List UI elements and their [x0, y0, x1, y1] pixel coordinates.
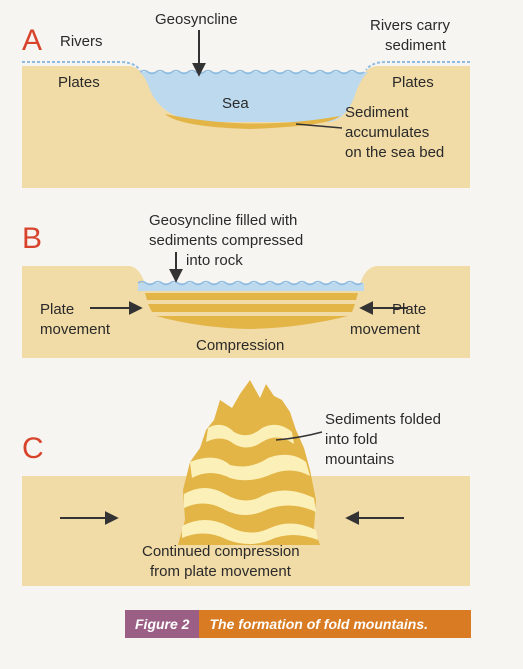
panel-b-letter: B [22, 222, 42, 255]
panel-a: A Rivers Geosyncline Rivers carry sedime… [22, 11, 470, 188]
figure-title: The formation of fold mountains. [199, 610, 471, 638]
label-plates-right: Plates [392, 74, 434, 91]
figure-caption: Figure 2 The formation of fold mountains… [125, 610, 471, 638]
figure-number: Figure 2 [125, 610, 200, 638]
label-b-geo-2: sediments compressed [149, 232, 303, 249]
label-plate-right-2: movement [350, 321, 421, 338]
label-c-folded-1: Sediments folded [325, 411, 441, 428]
label-compression: Compression [196, 337, 284, 354]
panel-c-fold-band-4 [206, 424, 294, 448]
label-sediment-2: accumulates [345, 124, 429, 141]
label-c-continued-2: from plate movement [150, 563, 292, 580]
panel-c-fold-band-2 [184, 488, 316, 515]
label-c-folded-2: into fold [325, 431, 378, 448]
panel-a-sediment-layer [165, 114, 340, 129]
panel-b: B Geosyncline filled with sediments comp… [22, 212, 470, 358]
panel-b-sediment-layer-2 [148, 304, 355, 312]
label-rivers-carry-2: sediment [385, 37, 447, 54]
label-c-continued-1: Continued compression [142, 543, 300, 560]
label-plates-left: Plates [58, 74, 100, 91]
label-plate-left-2: movement [40, 321, 111, 338]
label-c-folded-3: mountains [325, 451, 394, 468]
panel-c-letter: C [22, 432, 44, 465]
label-b-geo-3: into rock [186, 252, 243, 269]
panel-a-water-surface [139, 69, 365, 75]
panel-b-water [138, 283, 364, 291]
panel-b-sediment-layer-3 [156, 316, 348, 329]
panel-a-sediment-pointer [295, 123, 343, 129]
label-sediment-1: Sediment [345, 104, 409, 121]
panel-b-sediment-layer-1 [145, 293, 358, 300]
label-plate-left-1: Plate [40, 301, 74, 318]
label-sediment-3: on the sea bed [345, 144, 444, 161]
panel-c-fold-pointer [275, 431, 323, 441]
label-b-geo-1: Geosyncline filled with [149, 212, 297, 229]
label-geosyncline: Geosyncline [155, 11, 238, 28]
label-plate-right-1: Plate [392, 301, 426, 318]
label-sea: Sea [222, 95, 249, 112]
label-rivers-carry-1: Rivers carry [370, 17, 451, 34]
panel-a-letter: A [22, 24, 42, 57]
panel-c: C Sediments folded into fold mountains C… [22, 380, 470, 586]
panel-c-fold-band-1 [190, 454, 310, 481]
panel-c-fold-band-3 [182, 520, 318, 544]
label-rivers: Rivers [60, 33, 103, 50]
panel-a-sea [140, 72, 368, 122]
